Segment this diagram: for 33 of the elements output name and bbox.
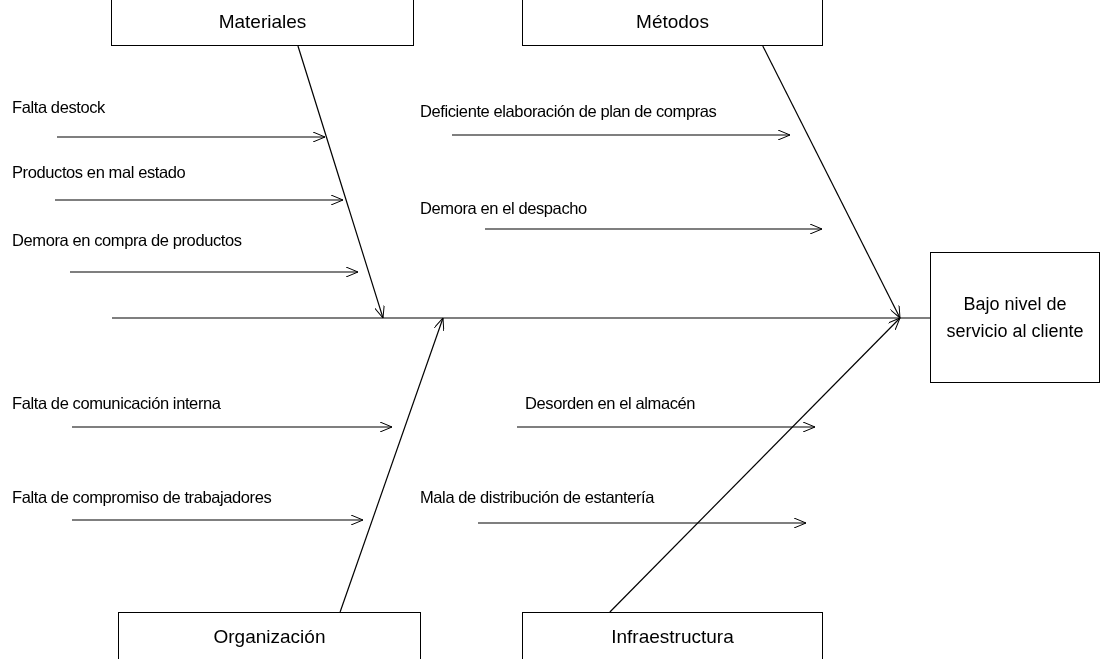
category-box <box>522 612 823 659</box>
category-box <box>522 0 823 46</box>
category-label: Infraestructura <box>611 626 734 648</box>
arrow <box>71 421 393 433</box>
category-box <box>118 612 421 659</box>
arrow <box>477 517 807 529</box>
category-label: Materiales <box>218 11 307 33</box>
arrow <box>484 223 823 235</box>
effect-text: Bajo nivel de servicio al cliente <box>945 293 1085 343</box>
cause-text: Demora en compra de productos <box>12 230 242 250</box>
arrow <box>69 266 359 278</box>
category-label: Organización <box>213 626 326 648</box>
cause-text: Productos en mal estado <box>12 162 186 182</box>
arrow <box>609 317 901 613</box>
arrow <box>71 514 364 526</box>
cause-text: Desorden en el almacén <box>525 393 696 413</box>
arrow <box>762 45 901 319</box>
category-label: Métodos <box>636 11 709 33</box>
arrow <box>339 317 445 613</box>
cause-text: Demora en el despacho <box>420 198 587 218</box>
arrow <box>516 421 816 433</box>
arrow <box>56 131 326 143</box>
category-box <box>111 0 414 46</box>
cause-text: Falta destock <box>12 97 105 117</box>
effect-box <box>930 252 1100 383</box>
spine-line <box>111 317 931 319</box>
cause-text: Falta de compromiso de trabajadores <box>12 487 272 507</box>
arrow <box>297 45 385 319</box>
cause-text: Mala de distribución de estantería <box>420 487 655 507</box>
cause-text: Falta de comunicación interna <box>12 393 221 413</box>
arrow <box>54 194 344 206</box>
cause-text: Deficiente elaboración de plan de compras <box>420 101 717 121</box>
arrow <box>451 129 791 141</box>
